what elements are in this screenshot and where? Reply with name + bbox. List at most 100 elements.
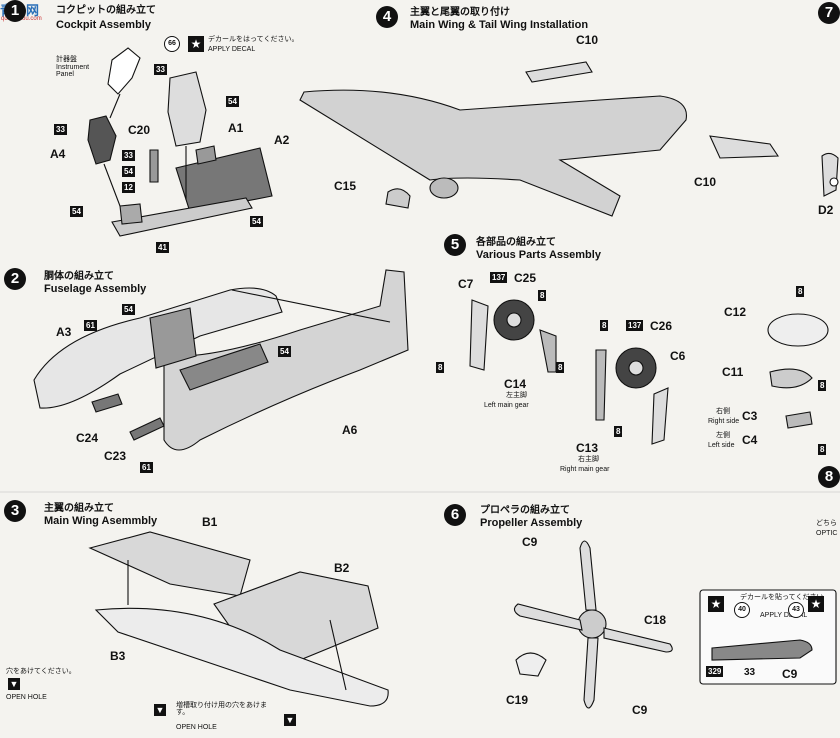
main-wing-drawing: [88, 531, 389, 707]
fuselage-drawing: [33, 269, 409, 451]
left-side-en: Left side: [708, 442, 735, 449]
color-code-54e: 54: [122, 304, 135, 315]
part-C12: C12: [724, 305, 747, 319]
decal-star-icon-3: ★: [808, 596, 824, 612]
drill-hole-icon-3: ▼: [284, 714, 296, 726]
hole-note-en: OPEN HOLE: [6, 694, 47, 701]
step-title-en-1: Cockpit Assembly: [56, 19, 151, 31]
left-side-jp: 左側: [716, 432, 730, 439]
step-number-2: 2: [4, 268, 26, 290]
step-number-4: 4: [376, 6, 398, 28]
part-C7: C7: [458, 277, 474, 291]
step-title-en-2: Fuselage Assembly: [44, 283, 147, 295]
right-side-jp: 右側: [716, 408, 730, 415]
cockpit-drawing: [87, 47, 273, 237]
left-main-gear-jp: 左主脚: [506, 392, 527, 399]
part-C9-lower: C9: [632, 703, 648, 717]
part-C11: C11: [722, 365, 744, 379]
part-C4: C4: [742, 433, 758, 447]
part-C15: C15: [334, 179, 357, 193]
part-A4: A4: [50, 147, 66, 161]
decal-note2-jp: デカールを貼ってください: [740, 594, 824, 601]
right-main-gear-en: Right main gear: [560, 466, 610, 473]
decal-star-icon-2: ★: [708, 596, 724, 612]
color-code-54a: 54: [226, 96, 239, 107]
part-C18: C18: [644, 613, 667, 627]
part-C19: C19: [506, 693, 529, 707]
part-C26: C26: [650, 319, 673, 333]
option-text-en: OPTIC: [816, 530, 838, 537]
part-C9-upper: C9: [522, 535, 538, 549]
color-code-8h: 8: [818, 444, 827, 455]
color-code-41: 41: [156, 242, 169, 253]
step-title-jp-3: 主翼の組み立て: [44, 503, 114, 514]
part-C20: C20: [128, 123, 151, 137]
hole-note2-en: OPEN HOLE: [176, 724, 217, 731]
color-code-8f: 8: [796, 286, 805, 297]
drill-hole-icon-2: ▼: [154, 704, 166, 716]
step-title-jp-2: 胴体の組み立て: [44, 271, 114, 282]
color-code-33c: 33: [122, 150, 135, 161]
decal-note-jp: デカールをはってください。: [208, 36, 299, 43]
part-A1: A1: [228, 121, 244, 135]
step-title-en-6: Propeller Assembly: [480, 517, 583, 529]
step-number-7: 7: [818, 2, 840, 24]
color-code-12: 12: [122, 182, 135, 193]
color-code-54c: 54: [70, 206, 83, 217]
decal-marker-40: 40: [734, 602, 750, 618]
step-number-8: 8: [818, 466, 840, 488]
part-A2: A2: [274, 133, 290, 147]
part-B2: B2: [334, 561, 350, 575]
part-C13: C13: [576, 441, 599, 455]
right-main-gear-jp: 右主脚: [578, 456, 599, 463]
part-B1: B1: [202, 515, 218, 529]
color-code-8e: 8: [614, 426, 623, 437]
color-code-54f: 54: [278, 346, 291, 357]
part-C3: C3: [742, 409, 758, 423]
option-text-jp: どちら: [816, 520, 837, 527]
step-title-en-4: Main Wing & Tail Wing Installation: [410, 19, 589, 31]
part-C14: C14: [504, 377, 527, 391]
step-title-en-3: Main Wing Asemmbly: [44, 515, 158, 527]
decal-marker-43: 43: [788, 602, 804, 618]
part-C6: C6: [670, 349, 686, 363]
part-C24: C24: [76, 431, 99, 445]
color-code-33d: 33: [744, 667, 756, 678]
step-number-5: 5: [444, 234, 466, 256]
partial-step-drawing: [821, 152, 839, 197]
color-code-8c: 8: [556, 362, 565, 373]
part-A6: A6: [342, 423, 358, 437]
color-code-8g: 8: [818, 380, 827, 391]
part-C9-spinner: C9: [782, 667, 798, 681]
step-title-jp-1: コクピットの組み立て: [56, 5, 156, 16]
decal-note-en: APPLY DECAL: [208, 46, 256, 53]
color-code-8b: 8: [436, 362, 445, 373]
part-C10-tail: C10: [694, 175, 717, 189]
decal-note2-en: APPLY DECAL: [760, 612, 808, 619]
hole-note2-jp: 増槽取り付け用の穴をあけます。: [176, 702, 267, 716]
step-number-6: 6: [444, 504, 466, 526]
instrument-panel-jp: 計器盤: [56, 56, 77, 63]
step-number-3: 3: [4, 500, 26, 522]
color-code-61b: 61: [140, 462, 153, 473]
color-code-33a: 33: [154, 64, 167, 75]
various-parts-drawing: [469, 299, 829, 445]
part-C23: C23: [104, 449, 127, 463]
color-code-61a: 61: [84, 320, 97, 331]
color-code-54b: 54: [122, 166, 135, 177]
part-D2: D2: [818, 203, 834, 217]
drill-hole-icon: ▼: [8, 678, 20, 690]
decal-star-icon: ★: [188, 36, 204, 52]
color-code-137b: 137: [626, 320, 644, 331]
step-number-1: 1: [4, 0, 26, 22]
color-code-8d: 8: [600, 320, 609, 331]
wing-tail-drawing: [299, 61, 780, 217]
color-code-8a: 8: [538, 290, 547, 301]
color-code-137a: 137: [490, 272, 508, 283]
part-A3: A3: [56, 325, 72, 339]
part-C10-top: C10: [576, 33, 599, 47]
propeller-drawing: [513, 540, 837, 709]
decal-marker-66: 66: [164, 36, 180, 52]
